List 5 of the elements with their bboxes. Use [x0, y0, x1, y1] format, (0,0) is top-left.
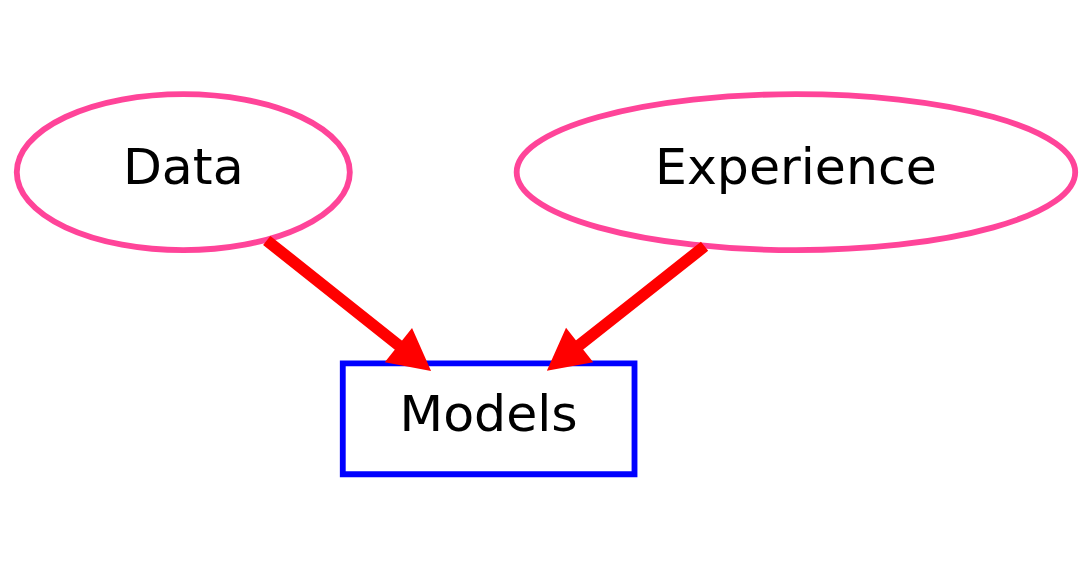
node-box: Models — [339, 359, 638, 477]
node-ellipse: Experience — [513, 90, 1079, 253]
node-ellipse: Data — [13, 90, 353, 253]
arrow — [546, 241, 709, 371]
arrow — [263, 235, 432, 371]
